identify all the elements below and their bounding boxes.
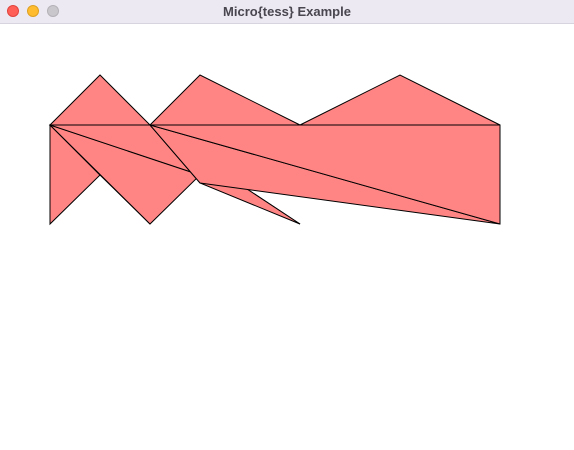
minimize-window-icon[interactable] xyxy=(27,5,39,17)
mesh-triangle xyxy=(148,74,301,126)
mesh-triangle xyxy=(299,74,501,126)
mesh-triangle xyxy=(48,74,152,126)
tessellation-drawing xyxy=(48,74,501,226)
maximize-window-icon[interactable] xyxy=(47,5,59,17)
drawing-canvas xyxy=(0,24,574,450)
close-window-icon[interactable] xyxy=(7,5,19,17)
title-bar[interactable]: Micro{tess} Example xyxy=(0,0,574,24)
window-title: Micro{tess} Example xyxy=(223,4,351,19)
mesh-triangle xyxy=(149,124,501,225)
triangle-mesh xyxy=(48,74,501,226)
